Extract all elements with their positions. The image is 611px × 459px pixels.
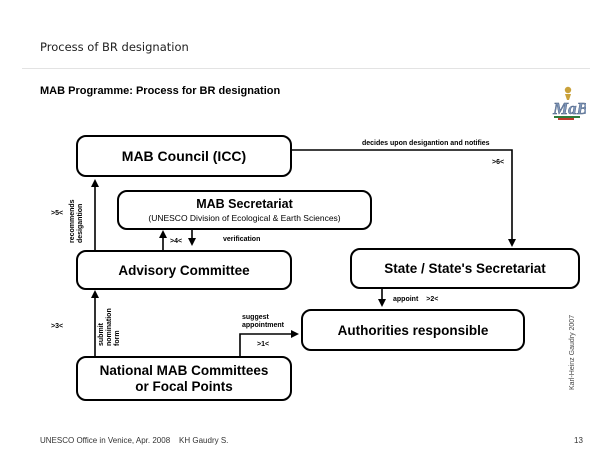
advisory-committee-label: Advisory Committee [118,262,250,278]
submit-line2: nomination [106,308,113,346]
recommends-line2: desigantion [77,203,84,243]
copyright-text: Karl-Heinz Gaudry 2007 [569,314,576,390]
authorities-label: Authorities responsible [337,322,489,338]
slide-footer: UNESCO Office in Venice, Apr. 2008 KH Ga… [40,436,229,445]
suggest-line2: appointment [242,322,284,329]
slide-title: Process of BR designation [40,40,189,54]
page-number: 13 [574,436,583,445]
step4-label: >4< [170,238,183,245]
authorities-box: Authorities responsible [301,309,525,351]
appoint-label: appoint >2< [393,296,438,303]
suggest-connector [239,330,299,356]
submit-line1: submit [98,323,105,346]
step2-label: >2< [426,296,439,303]
national-committees-line1: National MAB Committees [99,362,269,378]
submit-label: submit nomination form [98,308,122,346]
submit-line3: form [114,330,121,346]
mab-council-label: MAB Council (ICC) [121,148,247,164]
step6-label: >6< [492,159,505,166]
diagram-heading: MAB Programme: Process for BR designatio… [40,85,281,97]
title-divider [22,68,590,69]
national-committees-box: National MAB Committees or Focal Points [76,356,292,401]
mab-council-box: MAB Council (ICC) [76,135,292,177]
advisory-committee-box: Advisory Committee [76,250,292,290]
recommends-label: recommends desigantion [69,199,85,243]
appoint-text: appoint [393,296,419,303]
state-secretariat-label: State / State's Secretariat [384,261,546,276]
step1-label: >1< [257,341,270,348]
state-secretariat-box: State / State's Secretariat [350,248,580,289]
suggest-line1: suggest [242,314,269,321]
mab-secretariat-subtitle: (UNESCO Division of Ecological & Earth S… [148,213,341,223]
decides-label: decides upon desigantion and notifies [362,140,490,147]
step3-label: >3< [51,323,64,330]
step5-label: >5< [51,210,64,217]
mab-logo-icon: MaB [550,84,588,122]
svg-text:MaB: MaB [552,99,586,118]
verification-label: verification [223,236,261,243]
decides-connector [292,149,516,247]
mab-secretariat-title: MAB Secretariat [196,197,293,211]
recommends-line1: recommends [69,199,76,243]
mab-secretariat-box: MAB Secretariat (UNESCO Division of Ecol… [117,190,372,230]
suggest-label: suggest appointment [242,314,284,330]
national-committees-line2: or Focal Points [135,378,233,394]
